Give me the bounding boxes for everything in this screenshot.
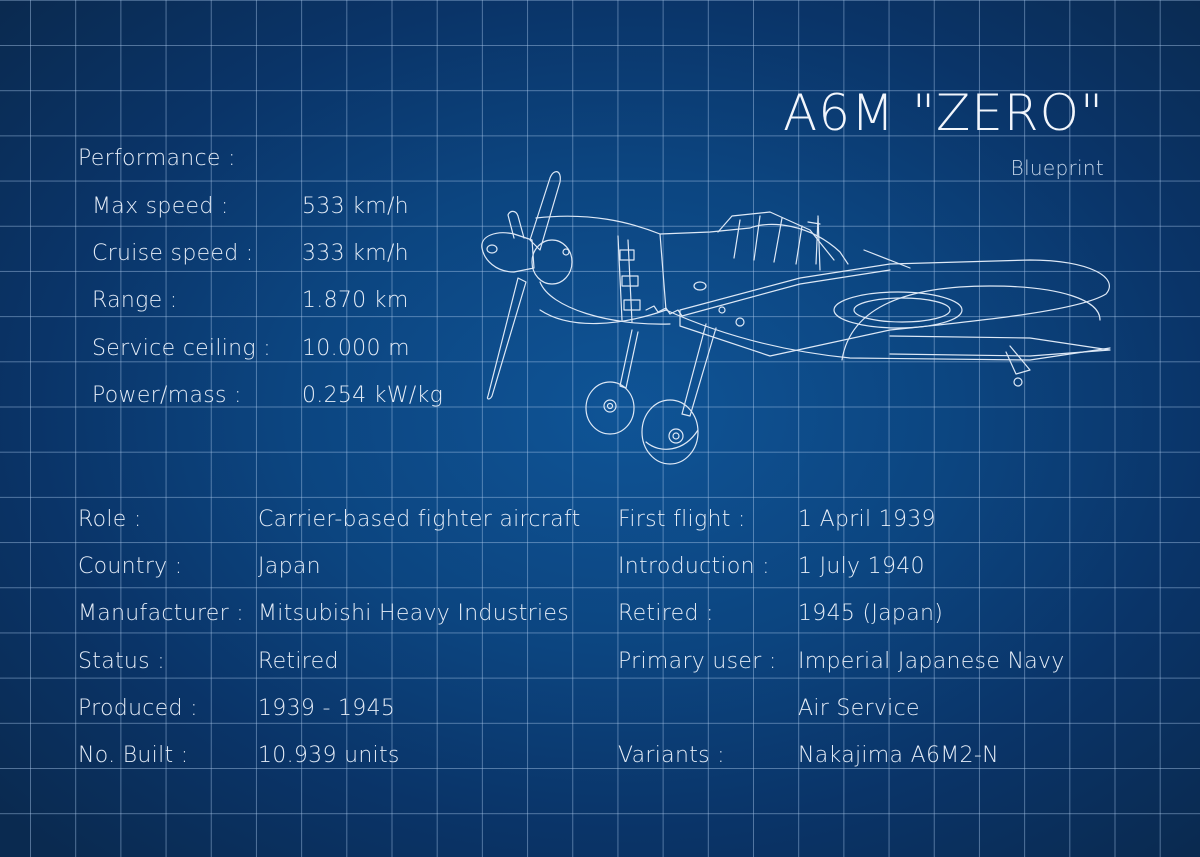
spec-value-no-built: 10.939 units [258,743,400,768]
spec-label-status: Status : [78,649,165,674]
spec-label-role: Role : [78,507,142,532]
spec-label-produced: Produced : [78,696,198,721]
spec-value-variants: Nakajima A6M2-N [798,743,999,768]
perf-value-cruise-speed: 333 km/h [302,241,409,266]
performance-heading: Performance : [78,146,236,171]
page-title: A6M "ZERO" [783,84,1104,142]
spec-value-retired: 1945 (Japan) [798,601,944,626]
spec-value-manufacturer: Mitsubishi Heavy Industries [258,601,569,626]
page-subtitle: Blueprint [1010,156,1104,180]
spec-label-variants: Variants : [618,743,725,768]
perf-value-max-speed: 533 km/h [302,194,409,219]
spec-value-country: Japan [258,554,321,579]
spec-value-primary-user: Imperial Japanese Navy [798,649,1065,674]
spec-value-first-flight: 1 April 1939 [798,507,936,532]
spec-label-primary-user: Primary user : [618,649,777,674]
perf-value-power-mass: 0.254 kW/kg [302,383,444,408]
spec-label-country: Country : [78,554,183,579]
spec-value-produced: 1939 - 1945 [258,696,396,721]
perf-label-cruise-speed: Cruise speed : [92,241,254,266]
aircraft-blueprint-icon [481,171,1111,465]
spec-label-first-flight: First flight : [618,507,746,532]
perf-label-range: Range : [92,288,178,313]
spec-value-primary-user-cont: Air Service [798,696,920,721]
spec-label-introduction: Introduction : [618,554,770,579]
spec-label-no-built: No. Built : [78,743,189,768]
spec-value-introduction: 1 July 1940 [798,554,925,579]
perf-label-power-mass: Power/mass : [92,383,242,408]
spec-label-retired: Retired : [618,601,714,626]
perf-label-max-speed: Max speed : [92,194,229,219]
spec-value-role: Carrier-based fighter aircraft [258,507,581,532]
spec-label-manufacturer: Manufacturer : [78,601,244,626]
perf-value-range: 1.870 km [302,288,409,313]
perf-label-service-ceiling: Service ceiling : [92,336,271,361]
perf-value-service-ceiling: 10.000 m [302,336,410,361]
spec-value-status: Retired [258,649,339,674]
